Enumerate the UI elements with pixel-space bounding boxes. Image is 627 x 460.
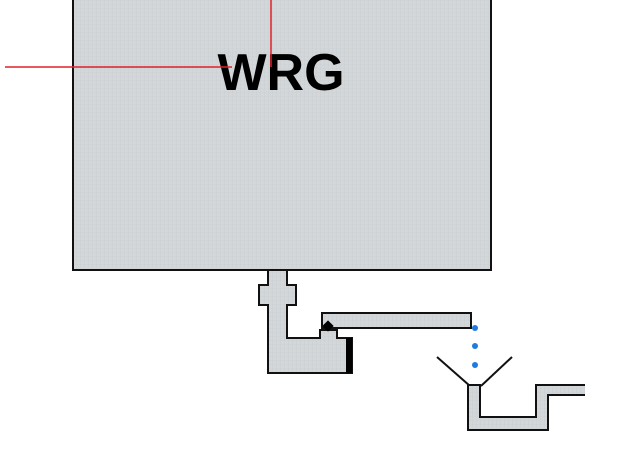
water-drop	[472, 362, 478, 368]
water-drop	[472, 343, 478, 349]
siphon-trap	[467, 384, 591, 431]
flap-arm	[321, 312, 472, 329]
funnel-right	[480, 356, 513, 387]
trap-edge	[346, 338, 352, 373]
funnel-left	[436, 356, 471, 387]
wrg-unit-box	[72, 0, 492, 271]
hinge-icon	[322, 320, 334, 332]
water-drop	[472, 325, 478, 331]
wrg-label: WRG	[217, 44, 344, 102]
drain-pipe	[258, 269, 353, 374]
